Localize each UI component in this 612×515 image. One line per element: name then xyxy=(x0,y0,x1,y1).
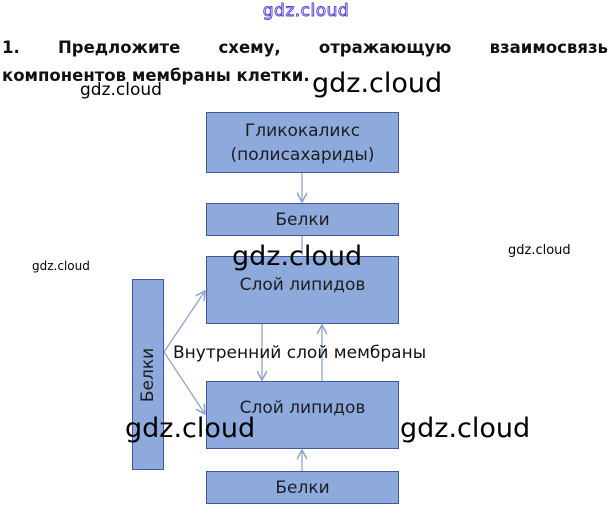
question-number: 1. xyxy=(2,38,20,57)
node-lipid-layer-bottom-label: Слой липидов xyxy=(239,398,366,418)
question-word: Предложите xyxy=(57,38,181,57)
question-text: 1. Предложите схему, отражающую взаимосв… xyxy=(2,34,608,90)
watermark-right-small: gdz.cloud xyxy=(508,243,571,258)
node-proteins-side: Белки xyxy=(132,279,164,470)
node-lipid-layer-top-label: Слой липидов xyxy=(239,275,366,295)
watermark-header-large: gdz.cloud xyxy=(312,68,443,99)
node-glycocalyx: Гликокаликс (полисахариды) xyxy=(206,112,399,173)
arrow-side-proteins-to-lipid-top xyxy=(163,291,205,353)
node-glycocalyx-line2: (полисахариды) xyxy=(230,144,375,165)
question-word: схему, xyxy=(218,38,281,57)
node-proteins-top: Белки xyxy=(206,203,399,236)
inner-membrane-layer-label: Внутренний слой мембраны xyxy=(173,343,427,363)
node-lipid-layer-bottom: Слой липидов xyxy=(206,381,399,449)
node-lipid-layer-top: Слой липидов xyxy=(206,256,399,324)
watermark-left-small: gdz.cloud xyxy=(80,80,162,100)
watermark-top: gdz.cloud xyxy=(262,1,350,22)
node-glycocalyx-line1: Гликокаликс xyxy=(244,120,361,141)
watermark-left-tiny: gdz.cloud xyxy=(32,259,90,273)
node-proteins-bottom: Белки xyxy=(206,471,399,504)
node-proteins-top-label: Белки xyxy=(275,209,330,230)
arrow-side-proteins-to-lipid-bottom xyxy=(163,351,205,414)
question-line-2: компонентов мембраны клетки. xyxy=(2,66,310,85)
node-proteins-bottom-label: Белки xyxy=(275,477,330,498)
question-word: отражающую xyxy=(318,38,452,57)
watermark-center-large: gdz.cloud xyxy=(232,241,363,272)
question-line-1: 1. Предложите схему, отражающую взаимосв… xyxy=(2,34,608,62)
watermark-bottom-left-large: gdz.cloud xyxy=(125,413,256,444)
question-word: взаимосвязь xyxy=(489,38,608,57)
watermark-bottom-right-large: gdz.cloud xyxy=(400,413,531,444)
